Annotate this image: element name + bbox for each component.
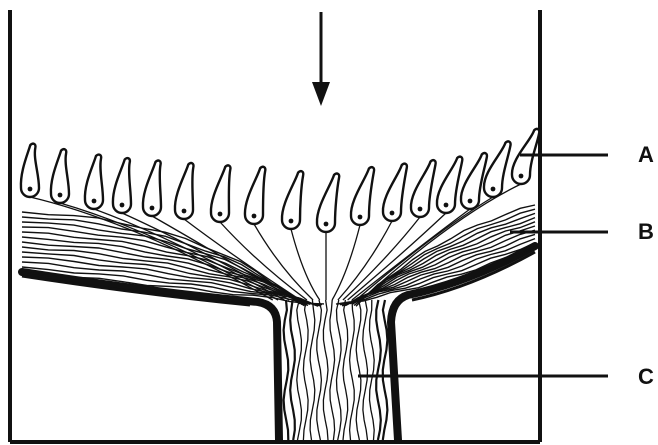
ganglion-cell (484, 141, 511, 197)
cell-nucleus (491, 187, 496, 192)
label-b: B (638, 219, 654, 244)
stalk-fiber (310, 300, 315, 440)
stalk-fiber (290, 300, 295, 440)
cell-nucleus (218, 212, 223, 217)
cell-nucleus (519, 174, 524, 179)
cell-nucleus (468, 199, 473, 204)
ganglion-cell (143, 161, 161, 216)
ganglion-cell (113, 158, 131, 213)
stalk-fiber (356, 300, 361, 440)
axon (332, 225, 360, 300)
cell-nucleus (390, 211, 395, 216)
cell-body (351, 167, 374, 225)
ganglion-cell (317, 174, 339, 232)
cell-body (411, 160, 436, 217)
ganglion-cells (21, 129, 539, 232)
cell-nucleus (324, 222, 329, 227)
stalk-fiber (303, 300, 308, 440)
cell-nucleus (182, 209, 187, 214)
optic-nerve-stalk (284, 300, 388, 440)
cell-body (383, 164, 407, 221)
ganglion-cell (51, 149, 69, 203)
stalk-fiber (376, 300, 381, 440)
ganglion-cell (282, 171, 303, 229)
stalk-fiber (363, 300, 368, 440)
cell-nucleus (58, 193, 63, 198)
stalk-fiber (317, 300, 322, 440)
ganglion-cell (85, 155, 103, 209)
cell-body (461, 153, 487, 209)
stalk-fiber (323, 300, 328, 440)
cell-nucleus (252, 214, 257, 219)
stalk-fiber (343, 300, 348, 440)
light-arrow (312, 12, 330, 106)
cell-body (437, 157, 462, 213)
ganglion-cell (461, 153, 487, 209)
stalk-fiber (350, 300, 355, 440)
stalk-fiber (337, 300, 342, 440)
label-c: C (638, 364, 654, 389)
cell-body (484, 141, 511, 197)
ganglion-cell (383, 164, 407, 221)
cell-nucleus (358, 215, 363, 220)
cell-nucleus (289, 219, 294, 224)
cell-nucleus (418, 207, 423, 212)
stalk-fiber (284, 300, 289, 440)
ganglion-cell (211, 165, 230, 222)
cell-nucleus (92, 199, 97, 204)
ganglion-cell (437, 157, 462, 213)
ganglion-cell (411, 160, 436, 217)
ganglion-cell (351, 167, 374, 225)
stalk-fiber (370, 300, 375, 440)
ganglion-cell (245, 167, 265, 224)
cell-nucleus (120, 203, 125, 208)
cell-nucleus (28, 187, 33, 192)
cell-nucleus (444, 203, 449, 208)
stalk-fiber (383, 300, 388, 440)
label-a: A (638, 142, 654, 167)
ganglion-cell (175, 163, 194, 219)
stalk-fiber (330, 300, 335, 440)
cell-nucleus (150, 206, 155, 211)
stalk-fiber (297, 300, 302, 440)
ganglion-cell (21, 144, 39, 197)
axon (291, 229, 320, 300)
